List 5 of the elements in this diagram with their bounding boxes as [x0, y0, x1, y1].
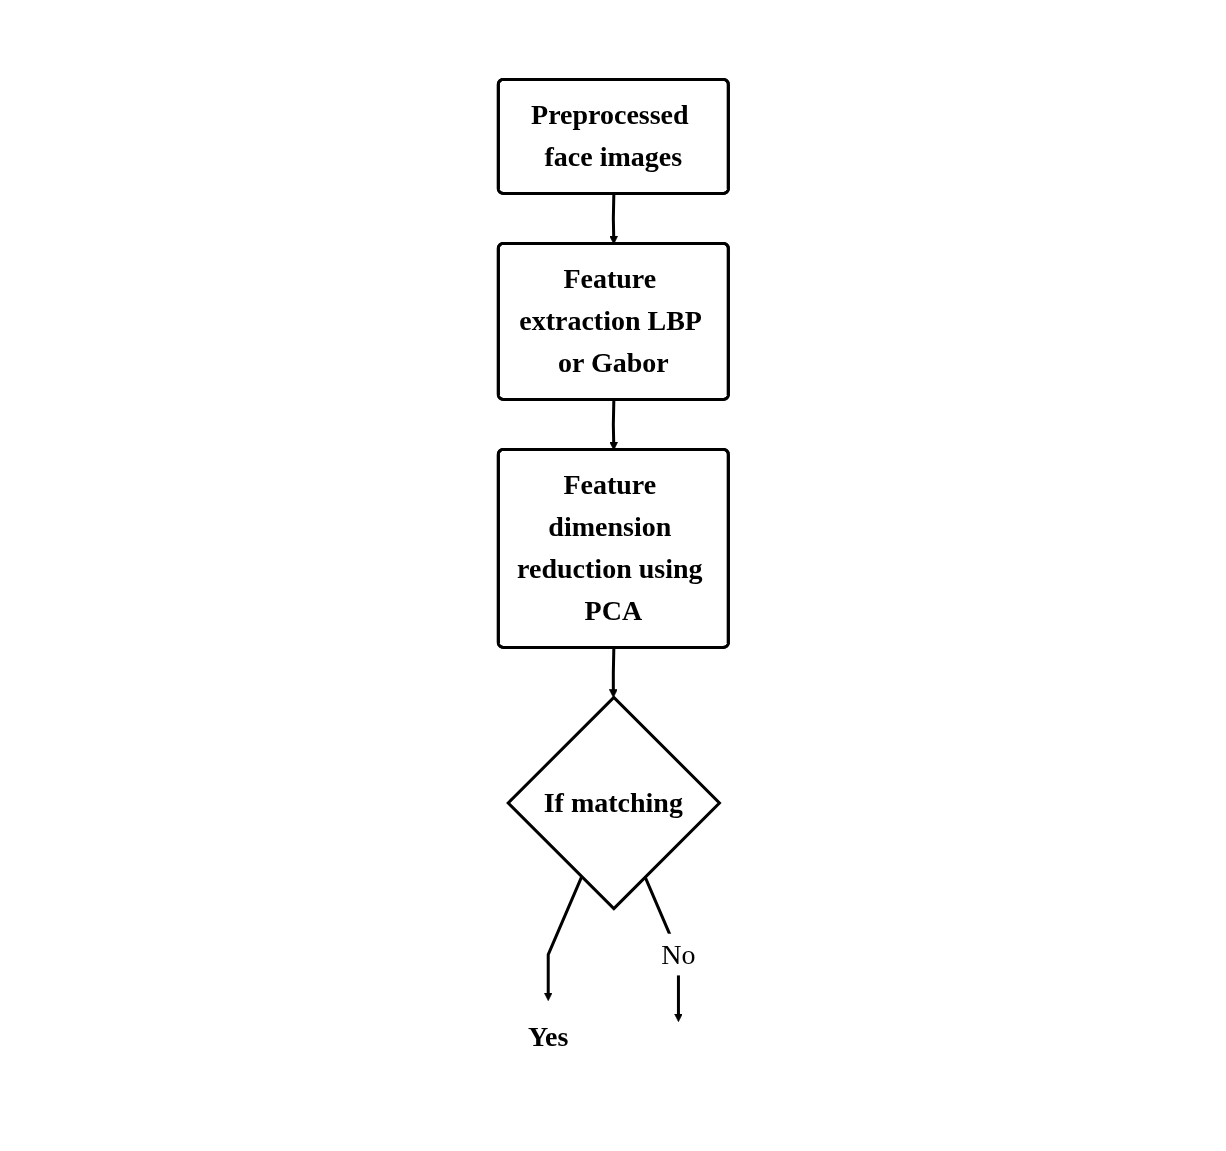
arrow — [608, 647, 618, 698]
arrow — [543, 875, 583, 1001]
edge-label: No — [661, 938, 696, 970]
node-text: Yes — [527, 1020, 569, 1052]
node-diamond: If matching — [505, 694, 722, 911]
